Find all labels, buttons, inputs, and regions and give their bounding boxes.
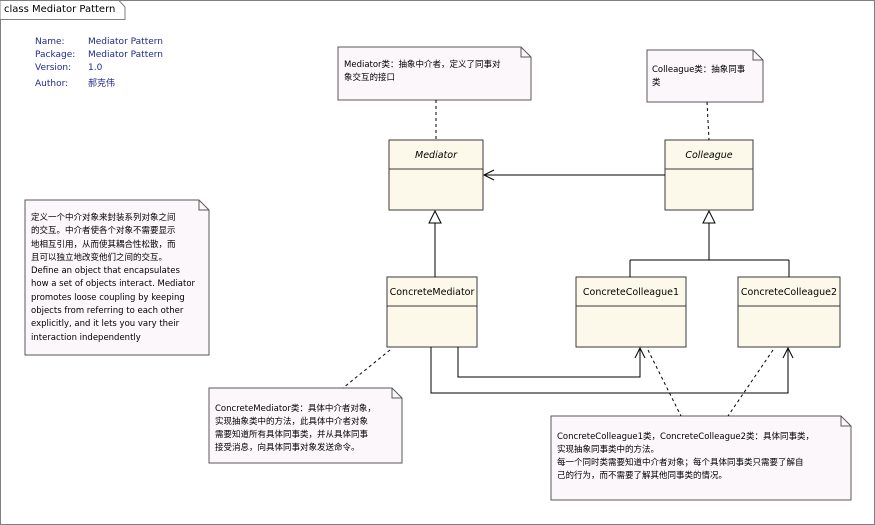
- association-cm-cc1: [457, 346, 646, 378]
- class-concrete-colleague2[interactable]: [737, 276, 841, 348]
- meta-name-value: Mediator Pattern: [88, 37, 164, 47]
- generalization-concrete-mediator: [428, 209, 442, 277]
- class-concrete-colleague2-name: ConcreteColleague2: [740, 287, 838, 298]
- meta-package-value: Mediator Pattern: [88, 50, 164, 60]
- meta-author-label: Author:: [35, 79, 69, 89]
- meta-name-label: Name:: [35, 37, 65, 47]
- note-mediator-text: Mediator类：抽象中介者，定义了同事对 象交互的接口: [344, 60, 501, 83]
- frame-title: class Mediator Pattern: [4, 4, 116, 15]
- meta-author-value: 郝克伟: [88, 79, 116, 89]
- note-colleague-shape: [646, 49, 764, 103]
- class-concrete-mediator[interactable]: [386, 276, 478, 348]
- note-concrete-colleagues-text: ConcreteColleague1类，ConcreteColleague2类：…: [557, 432, 815, 481]
- meta-version-value: 1.0: [88, 63, 103, 73]
- association-cm-cc2: [430, 346, 794, 394]
- note-concrete-mediator-shape: [208, 387, 403, 464]
- generalization-concrete-colleagues: [629, 209, 790, 277]
- class-mediator[interactable]: [388, 139, 484, 211]
- class-mediator-name: Mediator: [415, 150, 457, 161]
- note-concrete-mediator-text: ConcreteMediator类：具体中介者对象， 实现抽象类中的方法，此具体…: [215, 404, 376, 453]
- meta-version-row: Version: 1.0: [35, 63, 102, 73]
- frame-tab-shape: [0, 0, 126, 20]
- anchor-note-cc2: [727, 349, 774, 417]
- note-intent-shape: [24, 199, 210, 356]
- class-concrete-colleague1[interactable]: [575, 276, 687, 348]
- meta-version-label: Version:: [35, 63, 72, 73]
- anchor-note-cc1: [647, 349, 682, 417]
- note-intent-text: 定义一个中介对象来封装系列对象之间 的交互。中介者使各个对象不需要显示 地相互引…: [31, 213, 196, 343]
- class-colleague[interactable]: [664, 139, 754, 211]
- note-mediator-shape: [337, 46, 532, 101]
- meta-name-row: Name: Mediator Pattern: [35, 37, 163, 47]
- meta-package-label: Package:: [35, 50, 76, 60]
- class-colleague-name: Colleague: [685, 150, 733, 161]
- association-colleague-mediator: [482, 169, 665, 181]
- class-concrete-mediator-name: ConcreteMediator: [389, 287, 475, 298]
- anchor-note-colleague: [706, 101, 710, 141]
- class-concrete-colleague1-name: ConcreteColleague1: [582, 287, 680, 298]
- note-colleague-text: Colleague类：抽象同事 类: [652, 65, 746, 88]
- note-concrete-colleagues-shape: [550, 415, 852, 501]
- anchor-note-concrete-mediator: [342, 349, 391, 389]
- meta-author-row: Author: 郝克伟: [35, 76, 115, 89]
- meta-package-row: Package: Mediator Pattern: [35, 50, 163, 60]
